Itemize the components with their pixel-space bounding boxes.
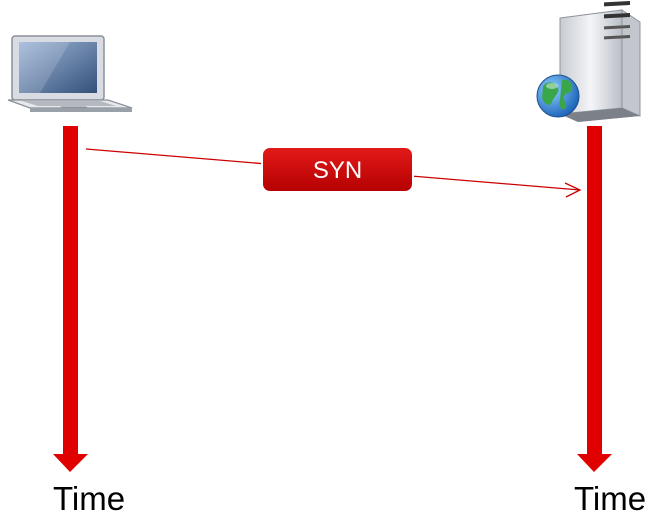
left-timeline-shaft	[63, 126, 78, 454]
syn-message-label: SYN	[313, 157, 362, 184]
left-timeline-arrow	[53, 126, 88, 472]
left-time-label: Time	[53, 480, 125, 517]
right-timeline-arrowhead	[577, 454, 612, 472]
right-time-label: Time	[574, 480, 646, 517]
right-timeline-shaft	[587, 126, 602, 454]
syn-message-arrowhead	[564, 182, 582, 198]
web-server-icon	[536, 0, 641, 122]
syn-message-box	[261, 146, 414, 193]
right-timeline-arrow	[577, 126, 612, 472]
syn-message: SYN	[85, 146, 582, 198]
left-timeline-arrowhead	[53, 454, 88, 472]
laptop-icon	[7, 35, 133, 112]
